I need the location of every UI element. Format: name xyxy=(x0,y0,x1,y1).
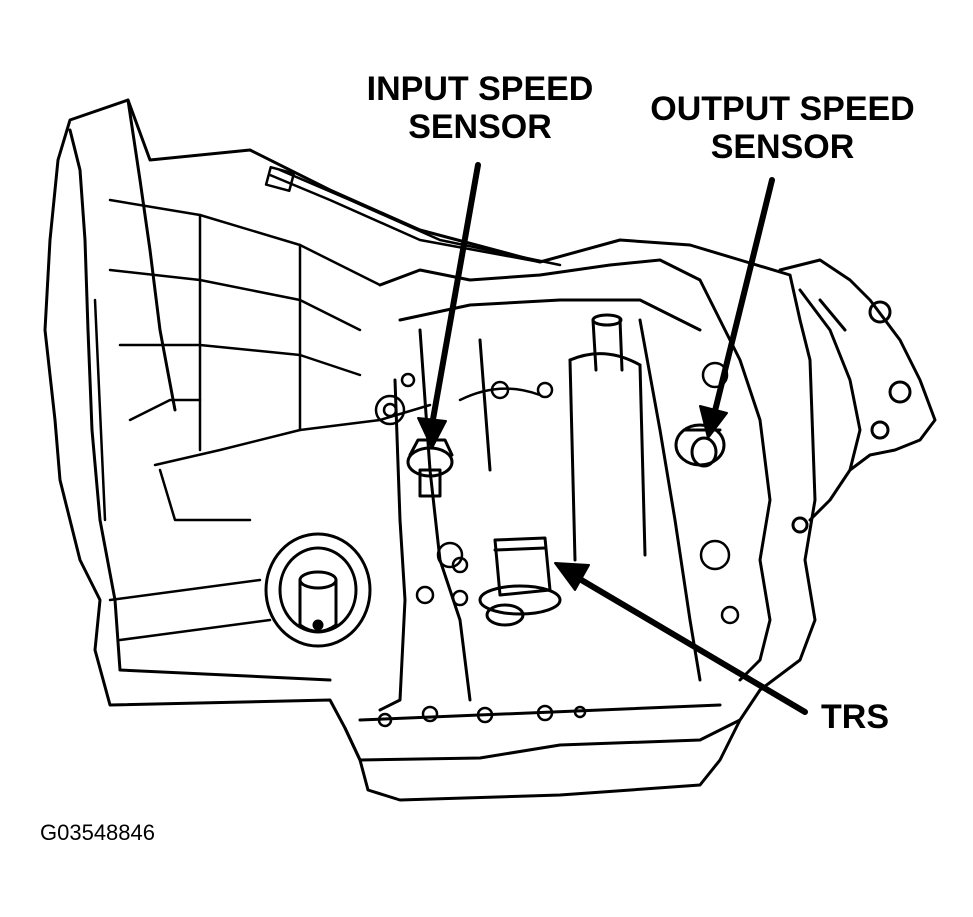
trs-arrow-line xyxy=(575,575,808,715)
input-sensor-arrowhead xyxy=(417,417,447,449)
leader-arrows xyxy=(417,162,808,715)
input-shaft xyxy=(264,532,372,648)
output-sensor-arrowhead xyxy=(699,405,728,439)
output-speed-sensor-label-line2: SENSOR xyxy=(710,128,855,166)
output-speed-sensor-label-line1: OUTPUT SPEED xyxy=(650,90,915,128)
trs-label: TRS xyxy=(821,698,889,736)
figure-id: G03548846 xyxy=(40,820,155,845)
input-sensor-arrow-line xyxy=(429,162,481,428)
oil-pan xyxy=(343,703,742,802)
input-speed-sensor-label-line2: SENSOR xyxy=(408,108,552,146)
input-speed-sensor-label-line1: INPUT SPEED xyxy=(366,70,594,108)
trs-part xyxy=(478,536,562,627)
output-speed-sensor-part xyxy=(674,423,726,468)
shaft-column xyxy=(568,313,647,562)
input-speed-sensor-label: INPUT SPEED SENSOR xyxy=(360,70,600,146)
housing-ribs xyxy=(93,198,432,642)
output-sensor-arrow-line xyxy=(711,177,775,418)
wiring-harness xyxy=(264,165,562,267)
trs-arrowhead xyxy=(554,562,590,591)
extension-housing xyxy=(778,258,937,534)
case-bolts xyxy=(374,361,740,728)
output-speed-sensor-label: OUTPUT SPEED SENSOR xyxy=(640,90,925,166)
